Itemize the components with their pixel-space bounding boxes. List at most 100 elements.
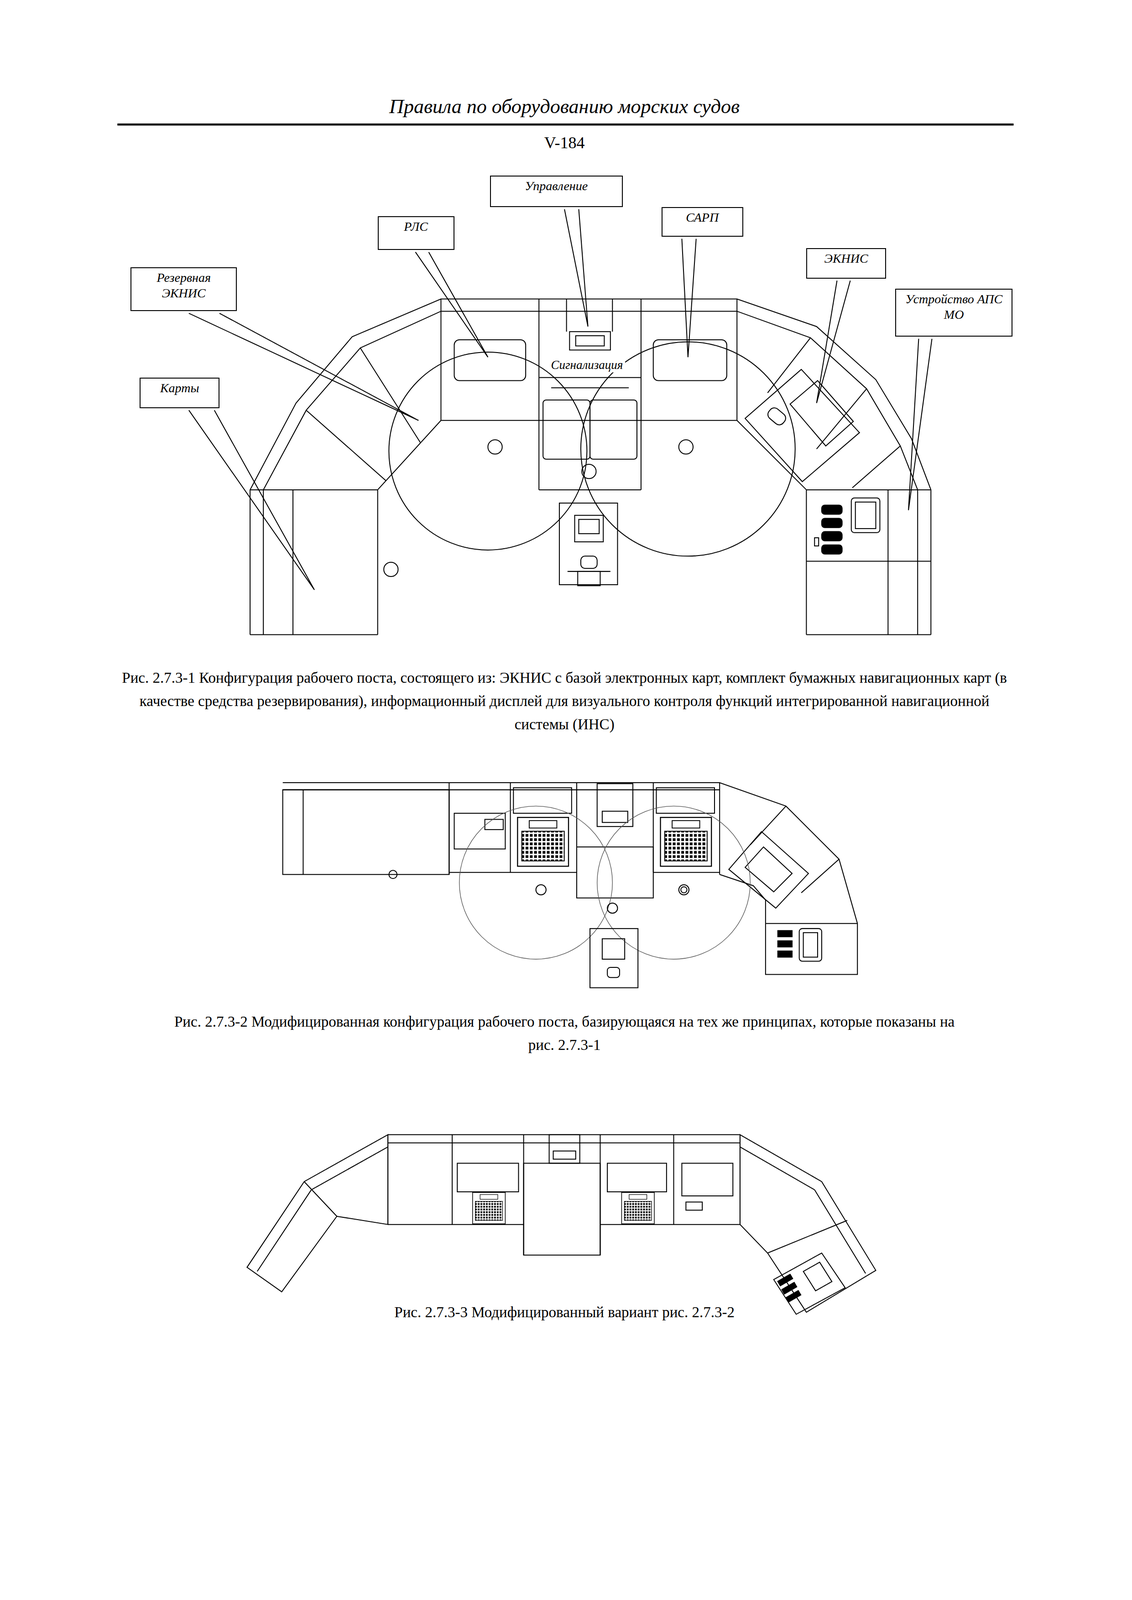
callout-text: РЛС	[383, 219, 449, 235]
callout-text: ЭКНИС	[811, 250, 881, 267]
console-figure-1	[263, 311, 918, 635]
console-figure-2	[803, 933, 818, 958]
console-figure-2	[602, 811, 628, 824]
figure-caption: Рис. 2.7.3-3 Модифицированный вариант ри…	[248, 1301, 882, 1325]
console-figure-1	[821, 518, 843, 528]
console-figure-3	[304, 1182, 338, 1217]
callout-box: РЛС	[377, 216, 455, 251]
figure-caption: Рис. 2.7.3-1 Конфигурация рабочего поста…	[112, 666, 1017, 737]
running-header: Правила по оборудованию морских судов	[74, 94, 1055, 120]
console-figure-3	[814, 1190, 866, 1274]
leader-lines	[908, 339, 932, 511]
console-figure-1	[852, 446, 901, 489]
console-figure-1	[790, 380, 854, 447]
console-figure-1	[745, 369, 860, 482]
callout-text: Резервная ЭКНИС	[135, 270, 232, 301]
console-figure-1	[580, 342, 796, 557]
console-figure-1	[250, 299, 931, 636]
console-figure-2	[678, 885, 689, 896]
console-figure-1	[821, 532, 843, 542]
console-figure-3	[311, 1147, 388, 1191]
console-figure-3	[803, 1262, 833, 1292]
console-figure-2	[448, 872, 577, 874]
console-figure-3	[599, 1224, 740, 1226]
console-figure-2	[517, 817, 569, 867]
console-figure-1	[580, 556, 598, 569]
console-figure-3	[451, 1135, 453, 1226]
console-figure-1	[805, 490, 807, 636]
console-figure-3	[785, 1291, 801, 1303]
console-figure-1	[454, 339, 527, 381]
console-figure-1	[574, 515, 604, 543]
console-figure-1	[538, 489, 642, 491]
console-figure-3	[246, 1135, 388, 1293]
console-figure-1	[487, 439, 502, 454]
console-figure-1	[306, 410, 386, 481]
leader-lines	[681, 239, 696, 358]
console-figure-3	[673, 1135, 675, 1226]
callout-box: Карты	[139, 377, 220, 409]
console-figure-3	[740, 1147, 815, 1191]
callout-text: Устройство АПС МО	[900, 291, 1007, 323]
figure-caption: Рис. 2.7.3-2 Модифицированная конфигурац…	[166, 1010, 963, 1058]
leader-lines	[188, 313, 419, 421]
console-figure-2	[680, 886, 687, 893]
console-figure-1	[855, 502, 877, 529]
console-figure-1	[589, 400, 637, 460]
leader-lines	[415, 252, 489, 358]
console-figure-1	[678, 439, 694, 454]
page-number: V-184	[462, 130, 667, 157]
console-figure-3	[457, 1163, 519, 1193]
console-figure-2	[777, 951, 793, 958]
console-figure-1	[640, 299, 642, 491]
console-figure-3	[685, 1202, 703, 1211]
callout-box: САРП	[661, 207, 744, 237]
console-figure-1	[360, 348, 421, 444]
console-figure-1	[821, 505, 843, 515]
console-figure-1	[581, 464, 596, 479]
header-rule	[117, 123, 1014, 126]
console-figure-2	[302, 790, 304, 876]
console-figure-1	[851, 498, 881, 533]
callout-text: Карты	[145, 380, 214, 397]
part-label: Сигнализация	[548, 358, 626, 373]
console-figure-2	[801, 859, 840, 894]
console-figure-3	[773, 1253, 846, 1315]
console-figure-1	[816, 388, 867, 449]
console-figure-2	[607, 967, 620, 978]
console-figure-2	[459, 806, 613, 960]
console-figure-1	[578, 519, 600, 534]
console-figure-2	[777, 941, 793, 948]
leader-lines	[816, 280, 851, 403]
console-figure-2	[607, 903, 618, 914]
console-figure-3	[257, 1190, 312, 1273]
console-figure-2	[653, 872, 720, 874]
console-figure-2	[728, 831, 809, 909]
console-figure-1	[821, 545, 843, 555]
console-figure-2	[765, 923, 858, 925]
console-figure-2	[745, 847, 793, 893]
console-figure-1	[292, 490, 294, 636]
console-figure-1	[806, 634, 931, 636]
callout-box: Резервная ЭКНИС	[130, 267, 237, 312]
console-figure-1	[765, 406, 788, 428]
console-figure-2	[282, 782, 858, 989]
console-figure-3	[681, 1163, 733, 1197]
callout-box: ЭКНИС	[806, 248, 886, 279]
console-figure-2	[719, 782, 720, 875]
console-figure-1	[806, 560, 931, 562]
console-figure-1	[250, 634, 378, 636]
leader-lines	[564, 209, 588, 327]
console-figure-3	[740, 1135, 877, 1313]
console-figure-1	[250, 489, 378, 491]
console-figure-1	[559, 503, 618, 585]
console-figure-2	[660, 817, 712, 867]
console-figure-3	[246, 1135, 876, 1315]
console-figure-3	[767, 1220, 847, 1254]
console-figure-2	[777, 930, 793, 937]
console-figure-2	[589, 928, 638, 989]
console-figure-2	[513, 787, 572, 814]
